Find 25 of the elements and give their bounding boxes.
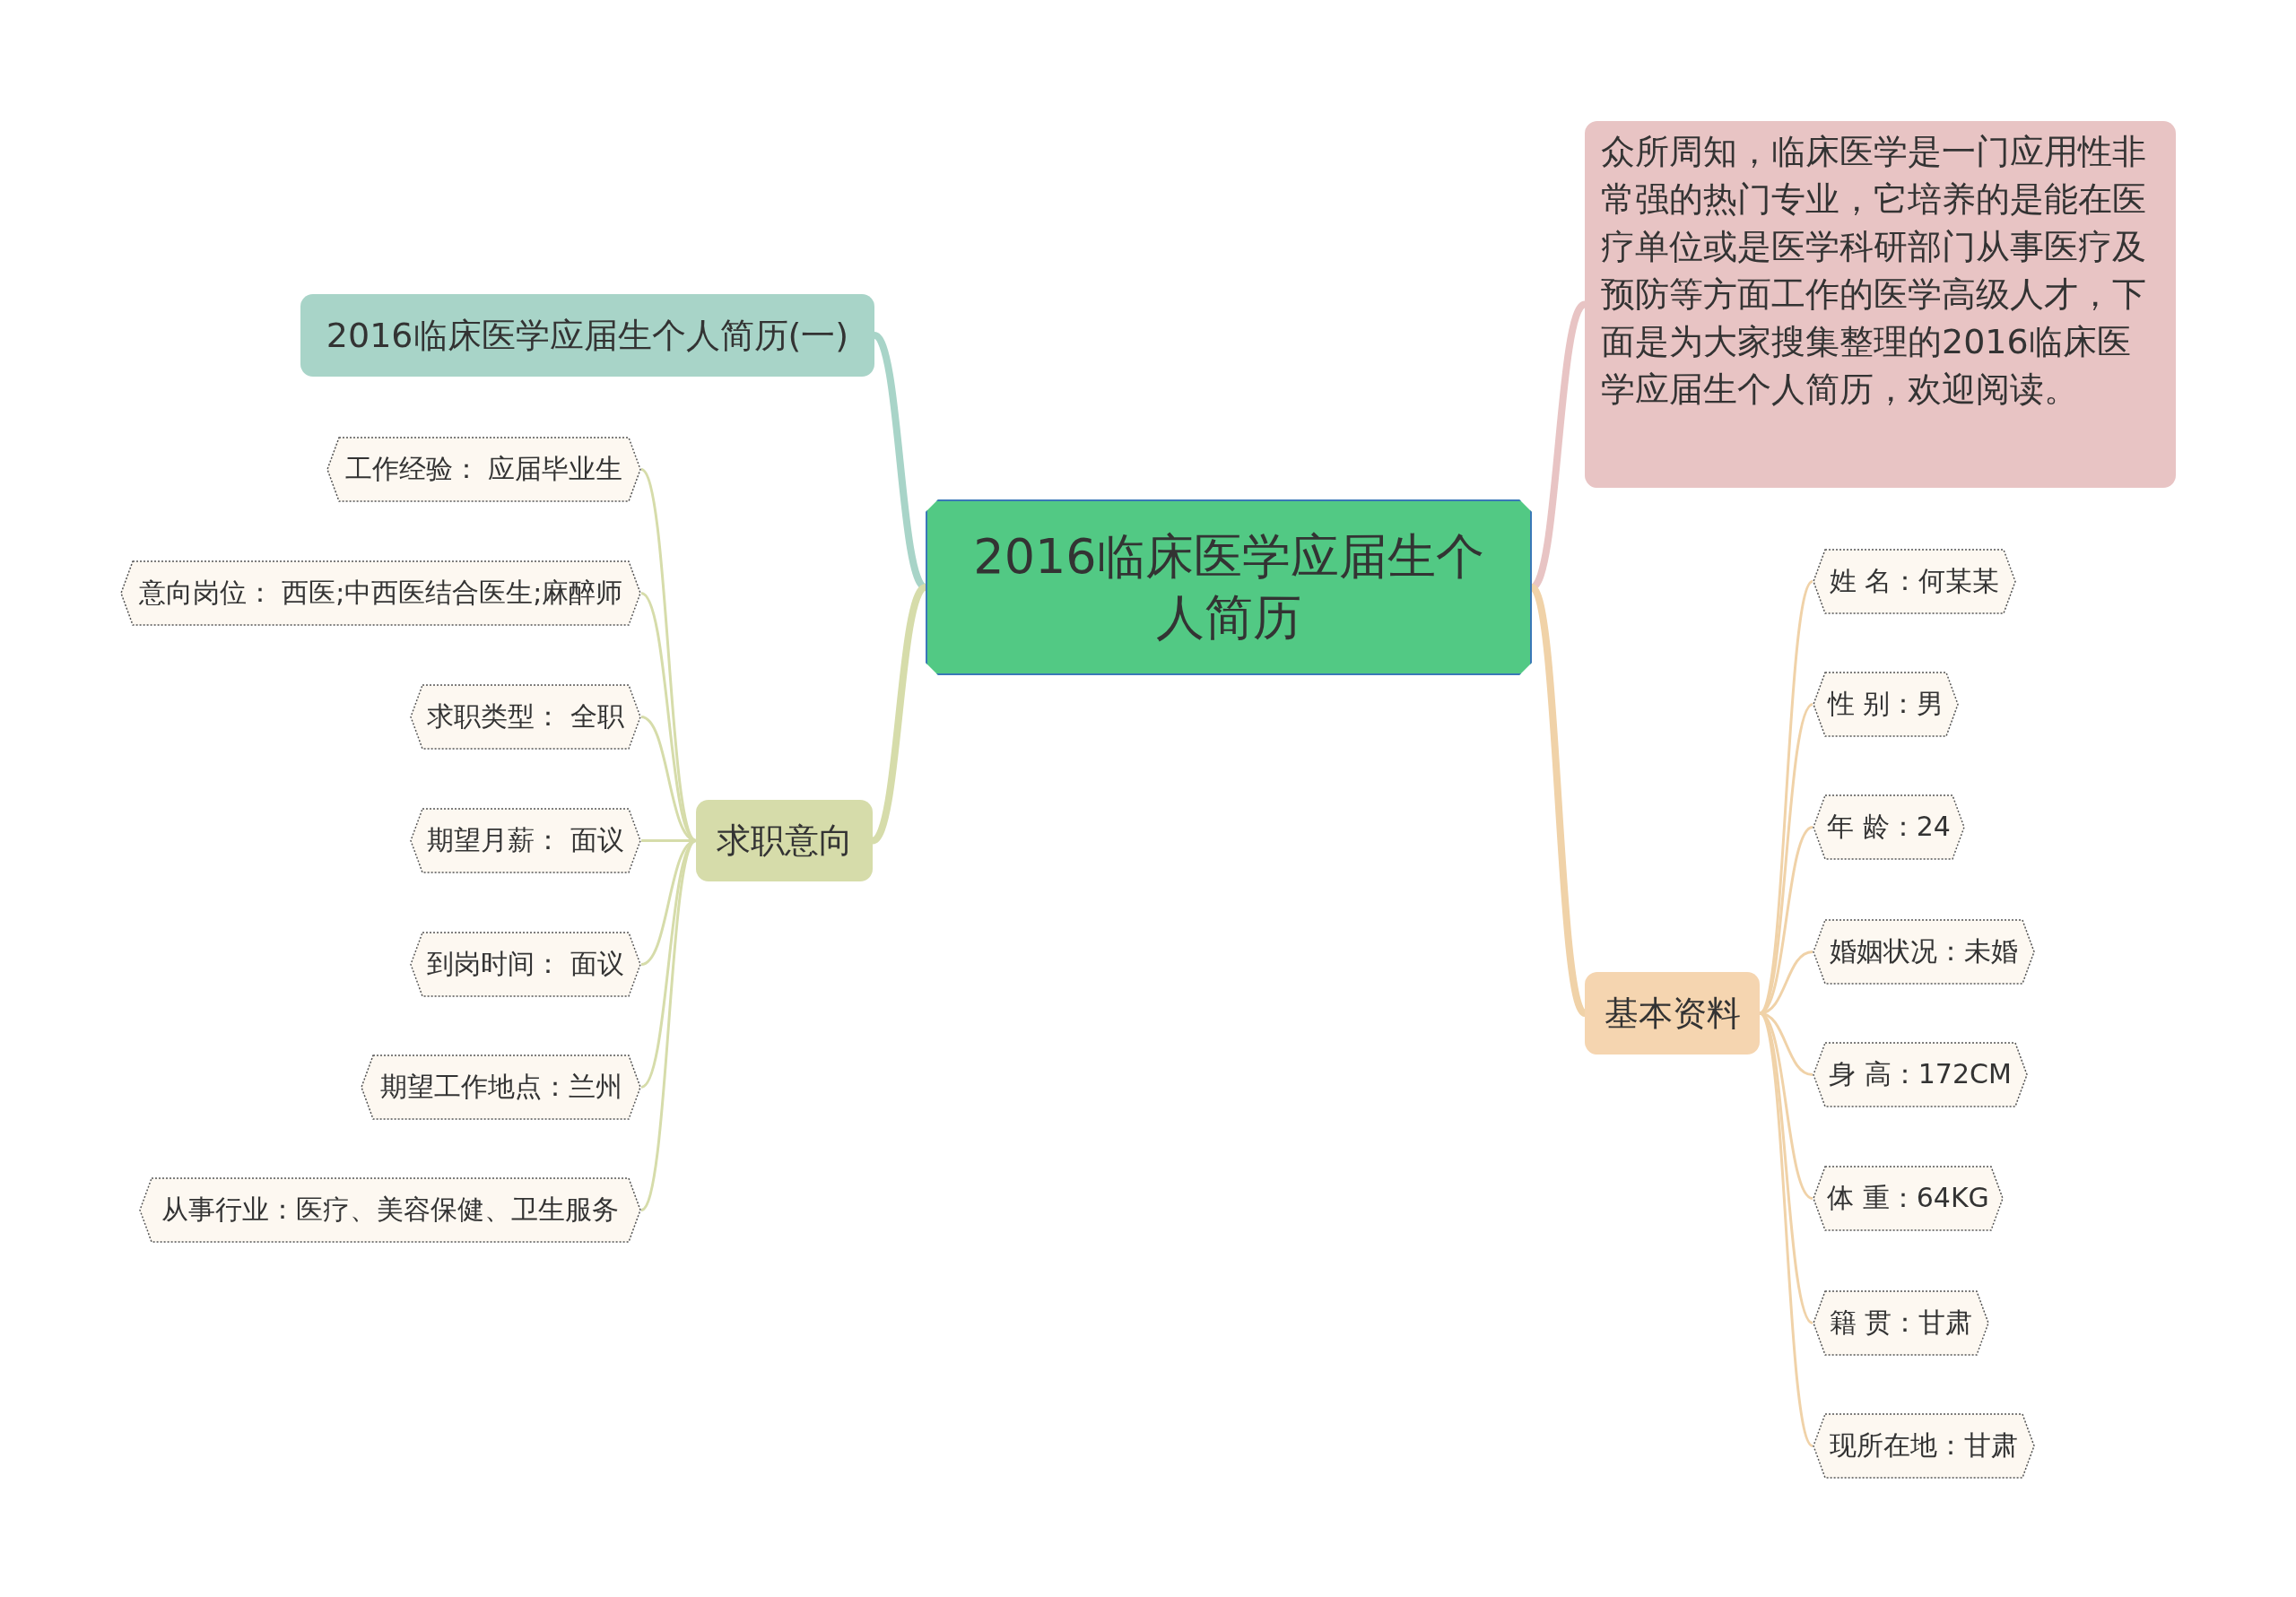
leaf-box: 求职类型： 全职 bbox=[410, 684, 641, 750]
central-topic-box: 2016临床医学应届生个人简历 bbox=[926, 499, 1532, 675]
description-box: 众所周知，临床医学是一门应用性非常强的热门专业，它培养的是能在医疗单位或是医学科研部门从事医疗及预防等方面工作的医学高级人才，下面是为大家搜集整理的2016临床医学应届生个人简历，欢迎阅读。 bbox=[1585, 121, 2176, 488]
leaf-box: 到岗时间： 面议 bbox=[410, 932, 641, 997]
leaf-box: 现所在地：甘肃 bbox=[1813, 1413, 2035, 1479]
connector-line bbox=[639, 839, 698, 1211]
leaf-box: 工作经验： 应届毕业生 bbox=[326, 437, 641, 502]
leaf-box: 意向岗位： 西医;中西医结合医生;麻醉师 bbox=[120, 560, 641, 626]
leaf-box: 从事行业：医疗、美容保健、卫生服务 bbox=[139, 1177, 641, 1243]
leaf-box: 性 别：男 bbox=[1813, 672, 1959, 737]
topic-box: 基本资料 bbox=[1585, 972, 1760, 1055]
connector-line bbox=[640, 716, 697, 842]
connector-line bbox=[1758, 1012, 1814, 1447]
leaf-box: 期望工作地点：兰州 bbox=[361, 1055, 641, 1120]
topic-box: 求职意向 bbox=[696, 800, 873, 881]
leaf-box: 姓 名：何某某 bbox=[1813, 549, 2016, 614]
leaf-box: 体 重：64KG bbox=[1813, 1166, 2004, 1231]
leaf-box: 籍 贯：甘肃 bbox=[1813, 1290, 1989, 1356]
leaf-box: 年 龄：24 bbox=[1813, 794, 1965, 860]
connector-line bbox=[639, 468, 698, 842]
leaf-box: 身 高：172CM bbox=[1813, 1042, 2028, 1107]
leaf-box: 婚姻状况：未婚 bbox=[1813, 919, 2035, 985]
leaf-box: 期望月薪： 面议 bbox=[410, 808, 641, 873]
connector-line bbox=[640, 839, 697, 966]
topic-box: 2016临床医学应届生个人简历(一) bbox=[300, 294, 874, 377]
